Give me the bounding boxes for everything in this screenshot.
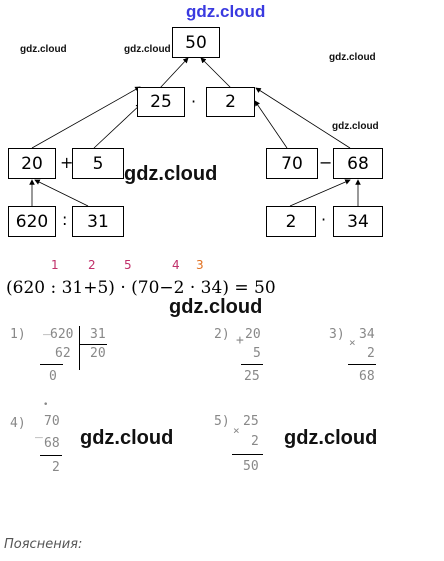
- mid-operator: ·: [191, 92, 197, 111]
- order-number: 5: [124, 258, 132, 272]
- calc-label: 1): [10, 327, 26, 342]
- watermark-large: gdz.cloud: [124, 163, 218, 185]
- watermark-small: gdz.cloud: [124, 44, 171, 55]
- bottom-right-operator: ·: [321, 210, 327, 229]
- arrow: [289, 179, 351, 207]
- right-b-box: 68: [333, 148, 383, 179]
- order-number: 3: [196, 258, 204, 272]
- calc-sign: _: [43, 321, 51, 336]
- explanations-heading: Пояснения:: [4, 537, 83, 552]
- expression: (620 : 31+5) · (70−2 · 34) = 50: [6, 278, 276, 298]
- watermark-large: gdz.cloud: [284, 427, 378, 449]
- bottom-right-a-box: 2: [266, 206, 316, 237]
- calc-operand: 34: [359, 327, 375, 342]
- bottom-right-b-box: 34: [333, 206, 383, 237]
- mid-left-box: 25: [137, 87, 185, 117]
- arrow: [34, 179, 89, 207]
- calc-line: [40, 455, 62, 456]
- arrow: [200, 57, 232, 89]
- calc-label: 4): [10, 416, 26, 431]
- watermark-small: gdz.cloud: [20, 44, 67, 55]
- calc-line: [348, 364, 376, 365]
- bottom-left-b-box: 31: [72, 206, 124, 237]
- division-bar: [79, 326, 80, 370]
- right-operator: −: [319, 153, 333, 172]
- watermark-top: gdz.cloud: [186, 2, 266, 21]
- calc-result: 68: [359, 369, 375, 384]
- calc-divisor: 31: [90, 327, 106, 342]
- calc-label: 5): [214, 414, 230, 429]
- calc-result: 25: [244, 369, 260, 384]
- order-number: 2: [88, 258, 96, 272]
- calc-remainder: 0: [49, 369, 57, 384]
- calc-label: 2): [214, 327, 230, 342]
- calc-operand: 5: [253, 346, 261, 361]
- arrow: [254, 100, 288, 149]
- calc-sign: ×: [233, 424, 240, 437]
- mid-right-box: 2: [206, 87, 255, 117]
- left-a-box: 20: [8, 148, 56, 179]
- calc-line: [241, 364, 263, 365]
- watermark-large: gdz.cloud: [169, 296, 263, 318]
- calc-line: [232, 454, 263, 455]
- arrow: [255, 87, 351, 149]
- calc-sign: +: [236, 333, 244, 348]
- left-b-box: 5: [72, 148, 124, 179]
- watermark-large: gdz.cloud: [80, 427, 174, 449]
- calc-operand: 2: [367, 346, 375, 361]
- calc-result: 50: [243, 459, 259, 474]
- calc-line: [40, 364, 63, 365]
- calc-quotient: 20: [90, 346, 106, 361]
- bottom-left-operator: :: [62, 210, 68, 229]
- divisor-line: [79, 344, 107, 345]
- calc-label: 3): [329, 327, 345, 342]
- borrow-dot: •: [43, 400, 49, 410]
- arrow: [93, 103, 142, 149]
- calc-operand: 70: [44, 414, 60, 429]
- calc-sign: ×: [349, 336, 356, 349]
- calc-subtrahend: 62: [55, 346, 71, 361]
- calc-result: 2: [52, 460, 60, 475]
- bottom-left-a-box: 620: [8, 206, 56, 237]
- arrow: [159, 57, 189, 89]
- right-a-box: 70: [266, 148, 318, 179]
- arrow: [31, 86, 141, 149]
- calc-dividend: 620: [50, 327, 74, 342]
- order-number: 4: [172, 258, 180, 272]
- calc-operand: 2: [251, 434, 259, 449]
- left-operator: +: [60, 153, 74, 172]
- watermark-small: gdz.cloud: [332, 121, 379, 132]
- root-box: 50: [172, 27, 220, 58]
- watermark-small: gdz.cloud: [329, 52, 376, 63]
- order-number: 1: [51, 258, 59, 272]
- calc-operand: 68: [44, 436, 60, 451]
- calc-operand: 25: [243, 414, 259, 429]
- calc-sign: _: [35, 424, 43, 439]
- calc-operand: 20: [245, 327, 261, 342]
